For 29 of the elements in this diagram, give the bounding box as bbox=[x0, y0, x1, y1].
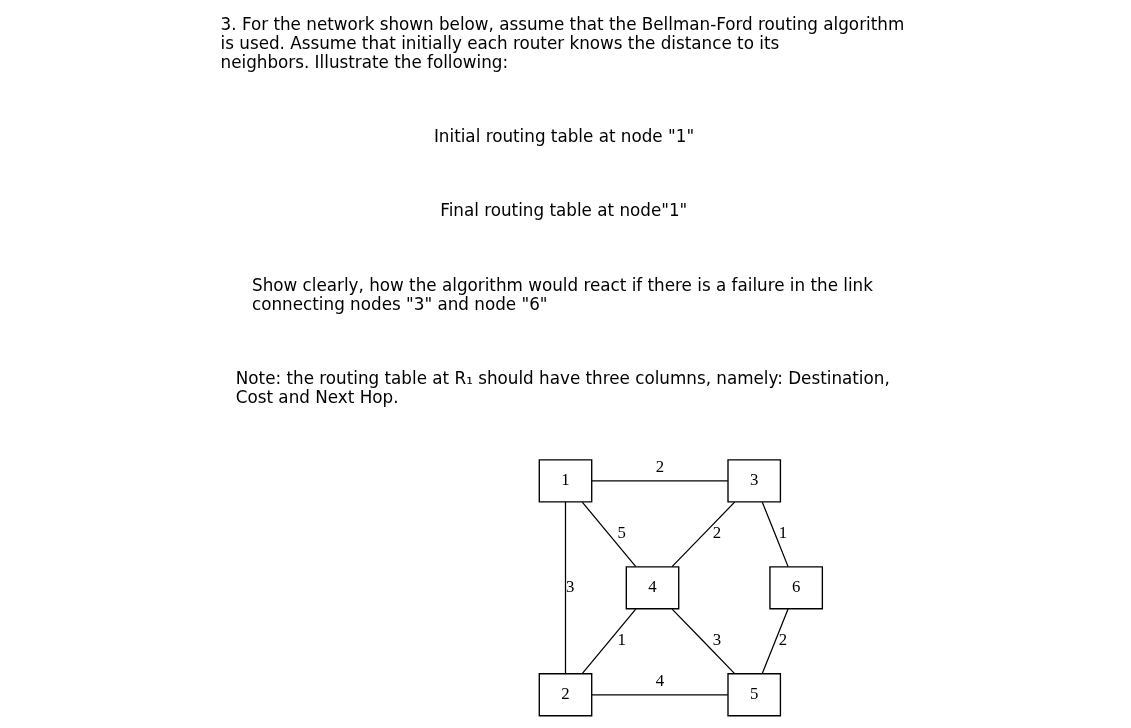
label: Show clearly, how the algorithm would react if there is a failure in the link connecting nodes "3" and node "6" bbox=[252, 274, 873, 314]
connector bbox=[591, 480, 729, 482]
edge-label: 2 bbox=[712, 523, 722, 543]
connector bbox=[671, 608, 736, 675]
connector bbox=[591, 694, 729, 696]
connector bbox=[761, 608, 789, 675]
label: Final routing table at node"1" bbox=[440, 200, 688, 221]
node-box: 2 bbox=[538, 673, 593, 717]
label: Initial routing table at node "1" bbox=[433, 126, 695, 147]
edge-label: 2 bbox=[778, 630, 788, 650]
node-box: 4 bbox=[625, 566, 680, 610]
connector bbox=[564, 501, 567, 675]
connector bbox=[761, 501, 789, 568]
label: Note: the routing table at R₁ should have three columns, namely: Destination, Cost and Next Hop. bbox=[235, 368, 890, 408]
node-box: 5 bbox=[727, 673, 782, 717]
connector bbox=[581, 608, 637, 675]
label: 3. For the network shown below, assume that the Bellman-Ford routing algorithm is used. Assume that initially each router knows the distance to its neighbors. Illustrate the following: bbox=[220, 13, 905, 72]
node-box: 6 bbox=[769, 566, 824, 610]
edge-label: 2 bbox=[655, 457, 665, 477]
node-box: 1 bbox=[538, 459, 593, 503]
node-box: 3 bbox=[727, 459, 782, 503]
edge-label: 3 bbox=[712, 630, 722, 650]
edge-label: 3 bbox=[566, 576, 575, 596]
edge-label: 1 bbox=[617, 630, 626, 650]
edge-label: 4 bbox=[655, 671, 665, 691]
edge-label: 5 bbox=[617, 523, 626, 543]
connector bbox=[581, 501, 637, 568]
connector bbox=[671, 501, 736, 568]
edge-label: 1 bbox=[778, 523, 788, 543]
